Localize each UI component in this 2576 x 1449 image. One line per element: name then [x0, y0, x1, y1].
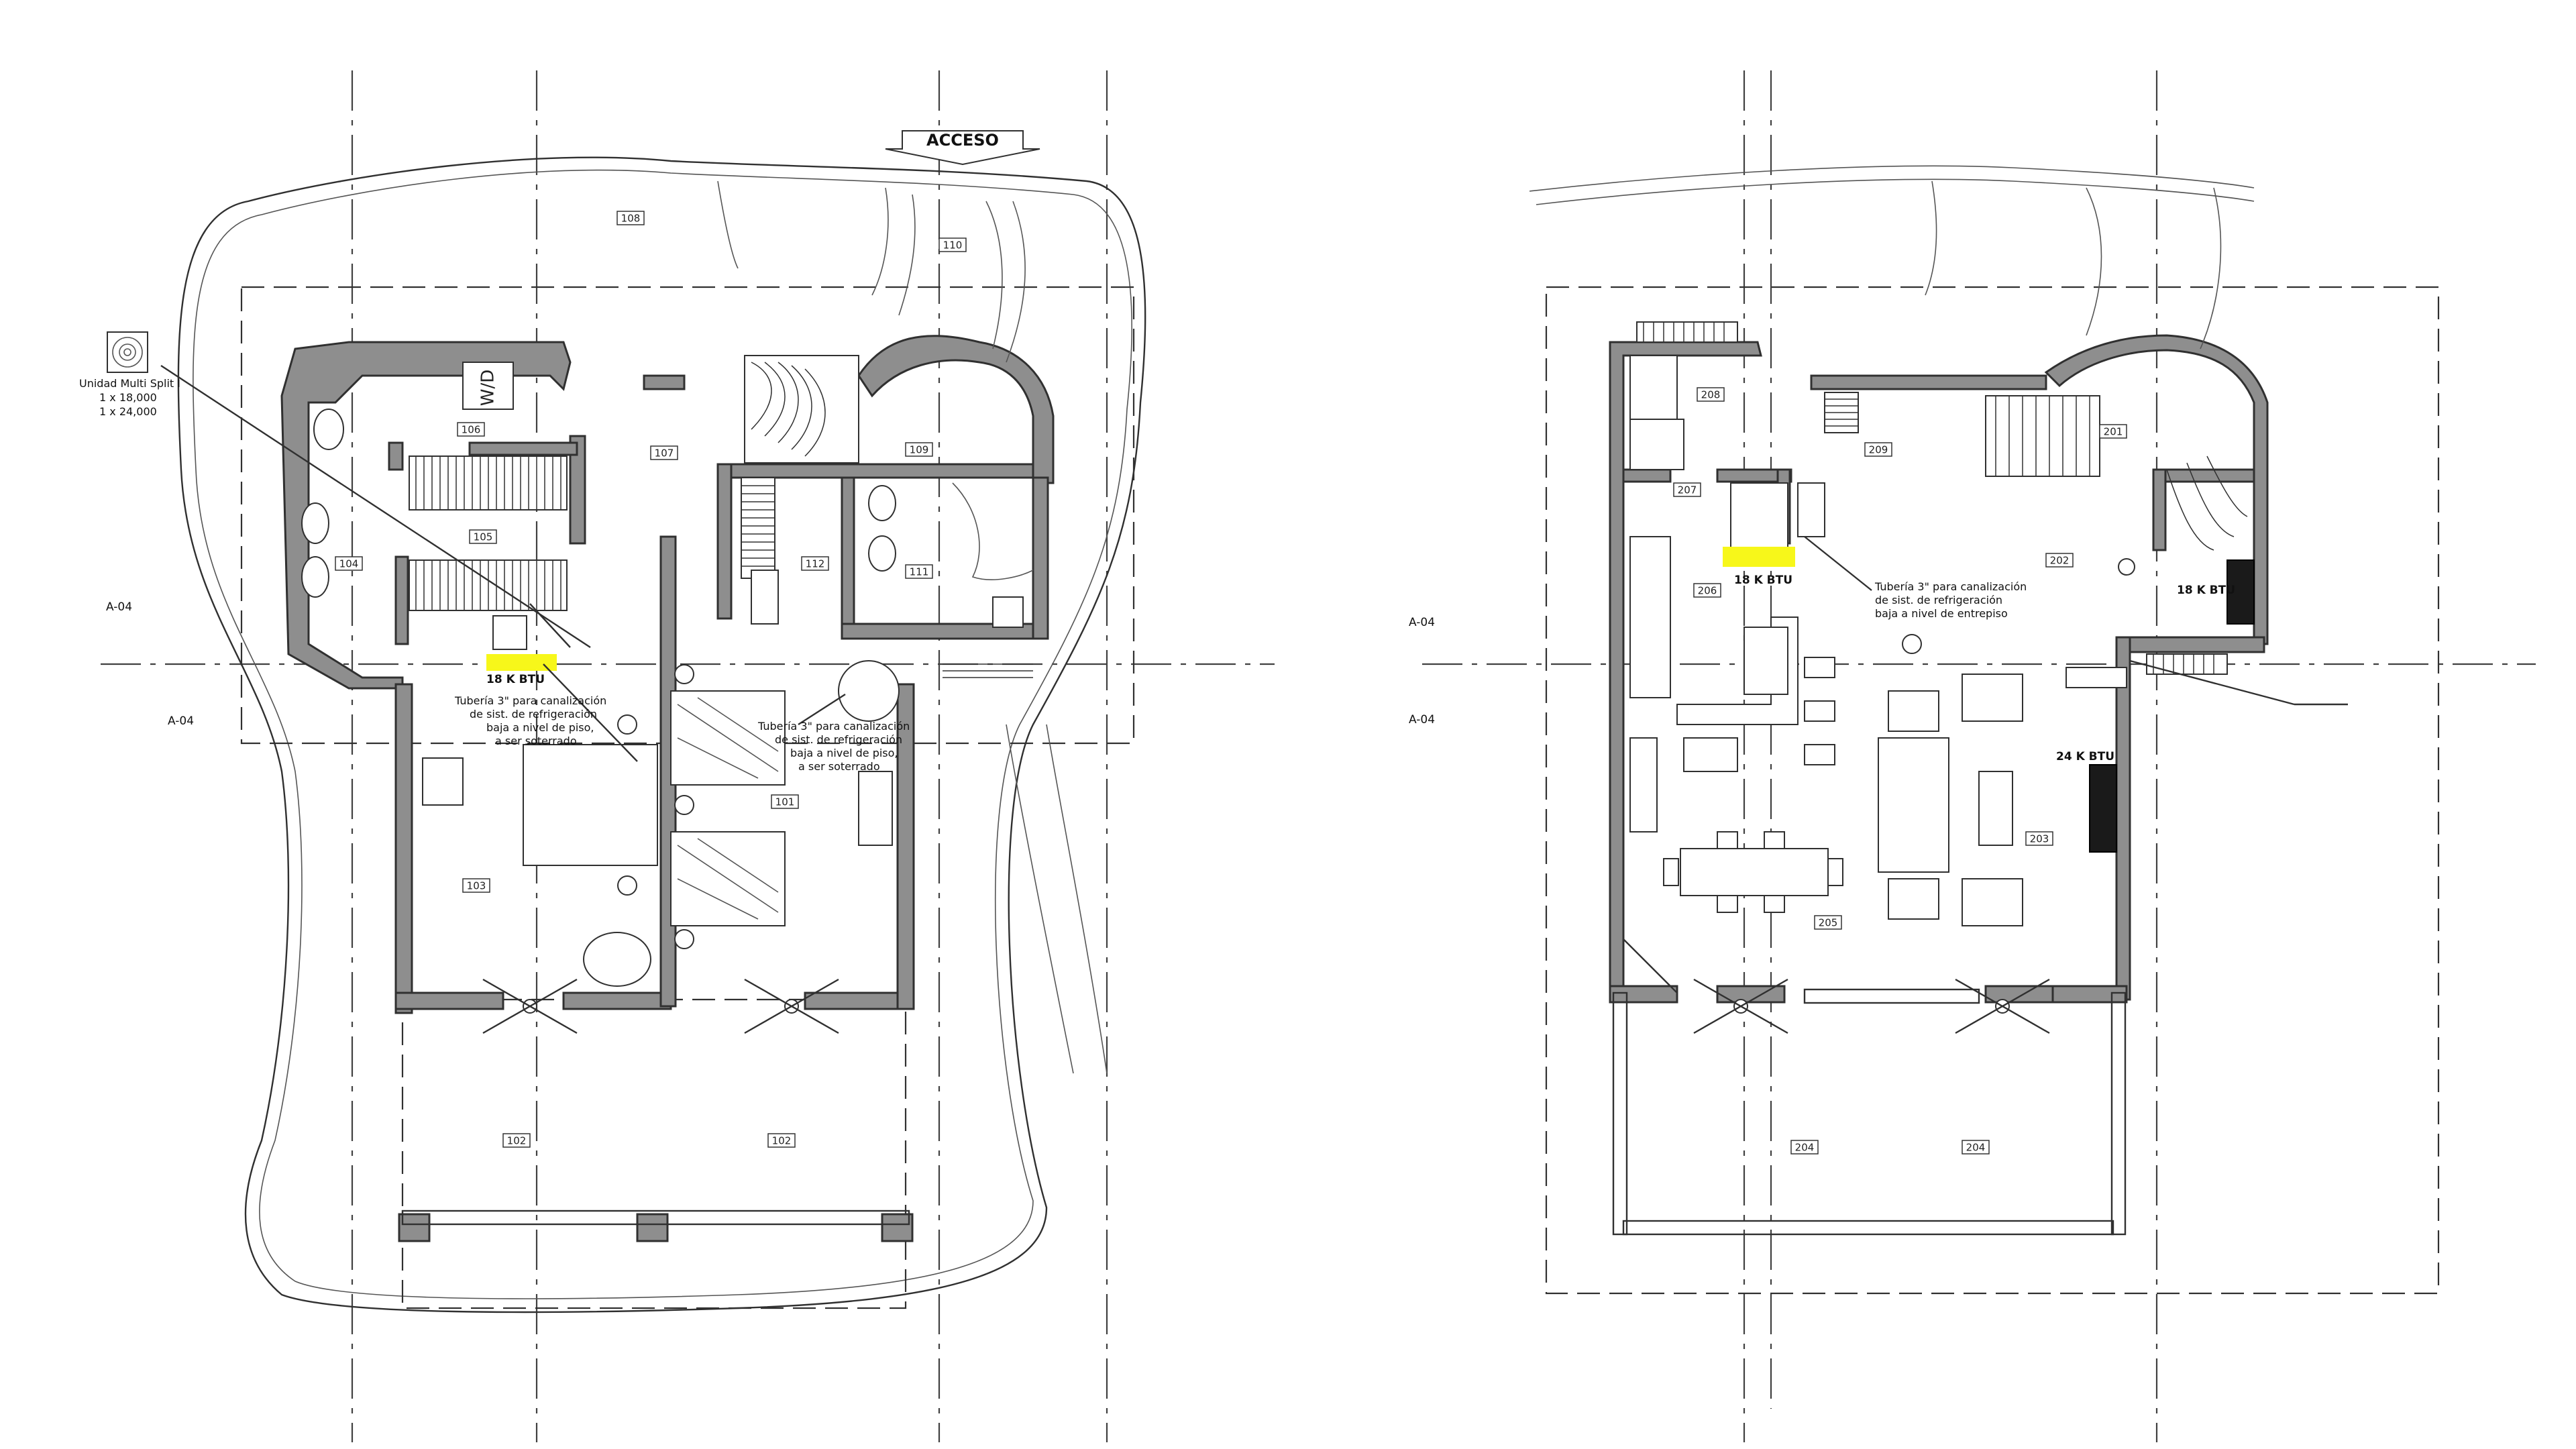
outdoor-unit-icon [107, 331, 148, 373]
upper-floor-plan [1529, 165, 2440, 1295]
ground-note-b-line2: de sist. de refrigeración [775, 733, 902, 746]
ac-unit-highlight-upper [1723, 547, 1795, 567]
upper-note: Tubería 3" para canalización de sist. de… [1874, 580, 2027, 620]
ground-note-a-line4: a ser soterrado [495, 735, 577, 747]
upper-ceiling-fan [1693, 978, 2050, 1034]
ground-room-labels: 108 110 106 107 109 105 112 111 104 103 … [335, 211, 967, 1148]
outdoor-unit-title: Unidad Multi Split I [79, 377, 180, 390]
section-mark-right-top: A-04 [1409, 616, 1435, 629]
room-206: 206 [1698, 585, 1717, 597]
room-201: 201 [2104, 426, 2123, 438]
ceiling-fan [482, 978, 839, 1034]
upper-btu-label-b: 18 K BTU [2177, 584, 2235, 597]
wd-label: W/D [478, 370, 498, 407]
ground-note-b-line3: baja a nivel de piso, [790, 747, 898, 759]
room-112: 112 [806, 558, 825, 570]
room-202: 202 [2050, 555, 2070, 567]
room-108: 108 [621, 213, 641, 225]
upper-furniture [1612, 355, 2135, 1236]
upper-btu-label-c: 24 K BTU [2056, 750, 2114, 763]
section-mark-left-bottom: A-04 [168, 714, 194, 728]
ground-btu-label: 18 K BTU [486, 673, 545, 686]
ac-unit-18k-b [2226, 559, 2255, 625]
ground-note-b-line4: a ser soterrado [798, 760, 880, 773]
upper-room-labels: 208 209 201 207 202 206 203 205 204 204 [1673, 387, 2127, 1155]
room-103: 103 [467, 880, 486, 892]
upper-stairs [1636, 321, 2248, 675]
ground-note-a-line1: Tubería 3" para canalización [454, 694, 606, 707]
room-102-left: 102 [507, 1135, 527, 1147]
room-109: 109 [910, 444, 929, 456]
ground-note-b: Tubería 3" para canalización de sist. de… [757, 720, 910, 773]
room-205: 205 [1819, 917, 1838, 929]
stair-hatch [409, 355, 1033, 678]
room-104: 104 [339, 558, 359, 570]
room-106: 106 [462, 424, 481, 436]
room-203: 203 [2030, 833, 2049, 845]
room-102-right: 102 [772, 1135, 792, 1147]
room-209: 209 [1869, 444, 1888, 456]
room-208: 208 [1701, 389, 1721, 401]
outdoor-unit-line2: 1 x 24,000 [99, 405, 157, 418]
ac-unit-24k [2089, 764, 2117, 853]
ac-unit-highlight [486, 654, 557, 671]
room-204-right: 204 [1966, 1142, 1986, 1154]
outdoor-unit-label: Unidad Multi Split I 1 x 18,000 1 x 24,0… [79, 377, 180, 418]
section-mark-right-bottom: A-04 [1409, 713, 1435, 727]
upper-note-line3: baja a nivel de entrepiso [1875, 607, 2008, 620]
room-101: 101 [775, 796, 795, 808]
room-207: 207 [1678, 484, 1697, 496]
room-107: 107 [655, 447, 674, 460]
ground-note-b-line1: Tubería 3" para canalización [757, 720, 910, 733]
ground-floor-plan [107, 130, 1146, 1313]
ground-furniture [301, 362, 1034, 1242]
ground-note-a-line2: de sist. de refrigeración [470, 708, 597, 720]
access-arrow [885, 130, 1040, 166]
section-mark-left-top: A-04 [106, 600, 132, 614]
outdoor-unit-line1: 1 x 18,000 [99, 391, 157, 404]
acceso-label: ACCESO [926, 131, 999, 150]
room-105: 105 [474, 531, 493, 543]
room-204-left: 204 [1795, 1142, 1815, 1154]
upper-note-line1: Tubería 3" para canalización [1874, 580, 2027, 593]
room-110: 110 [943, 239, 963, 252]
upper-note-line2: de sist. de refrigeración [1875, 594, 2002, 606]
room-111: 111 [910, 566, 929, 578]
axis-lines [101, 70, 2536, 1442]
upper-btu-label-a: 18 K BTU [1734, 574, 1792, 587]
ground-note-a-line3: baja a nivel de piso, [486, 721, 594, 734]
ground-note-a: Tubería 3" para canalización de sist. de… [454, 694, 606, 747]
